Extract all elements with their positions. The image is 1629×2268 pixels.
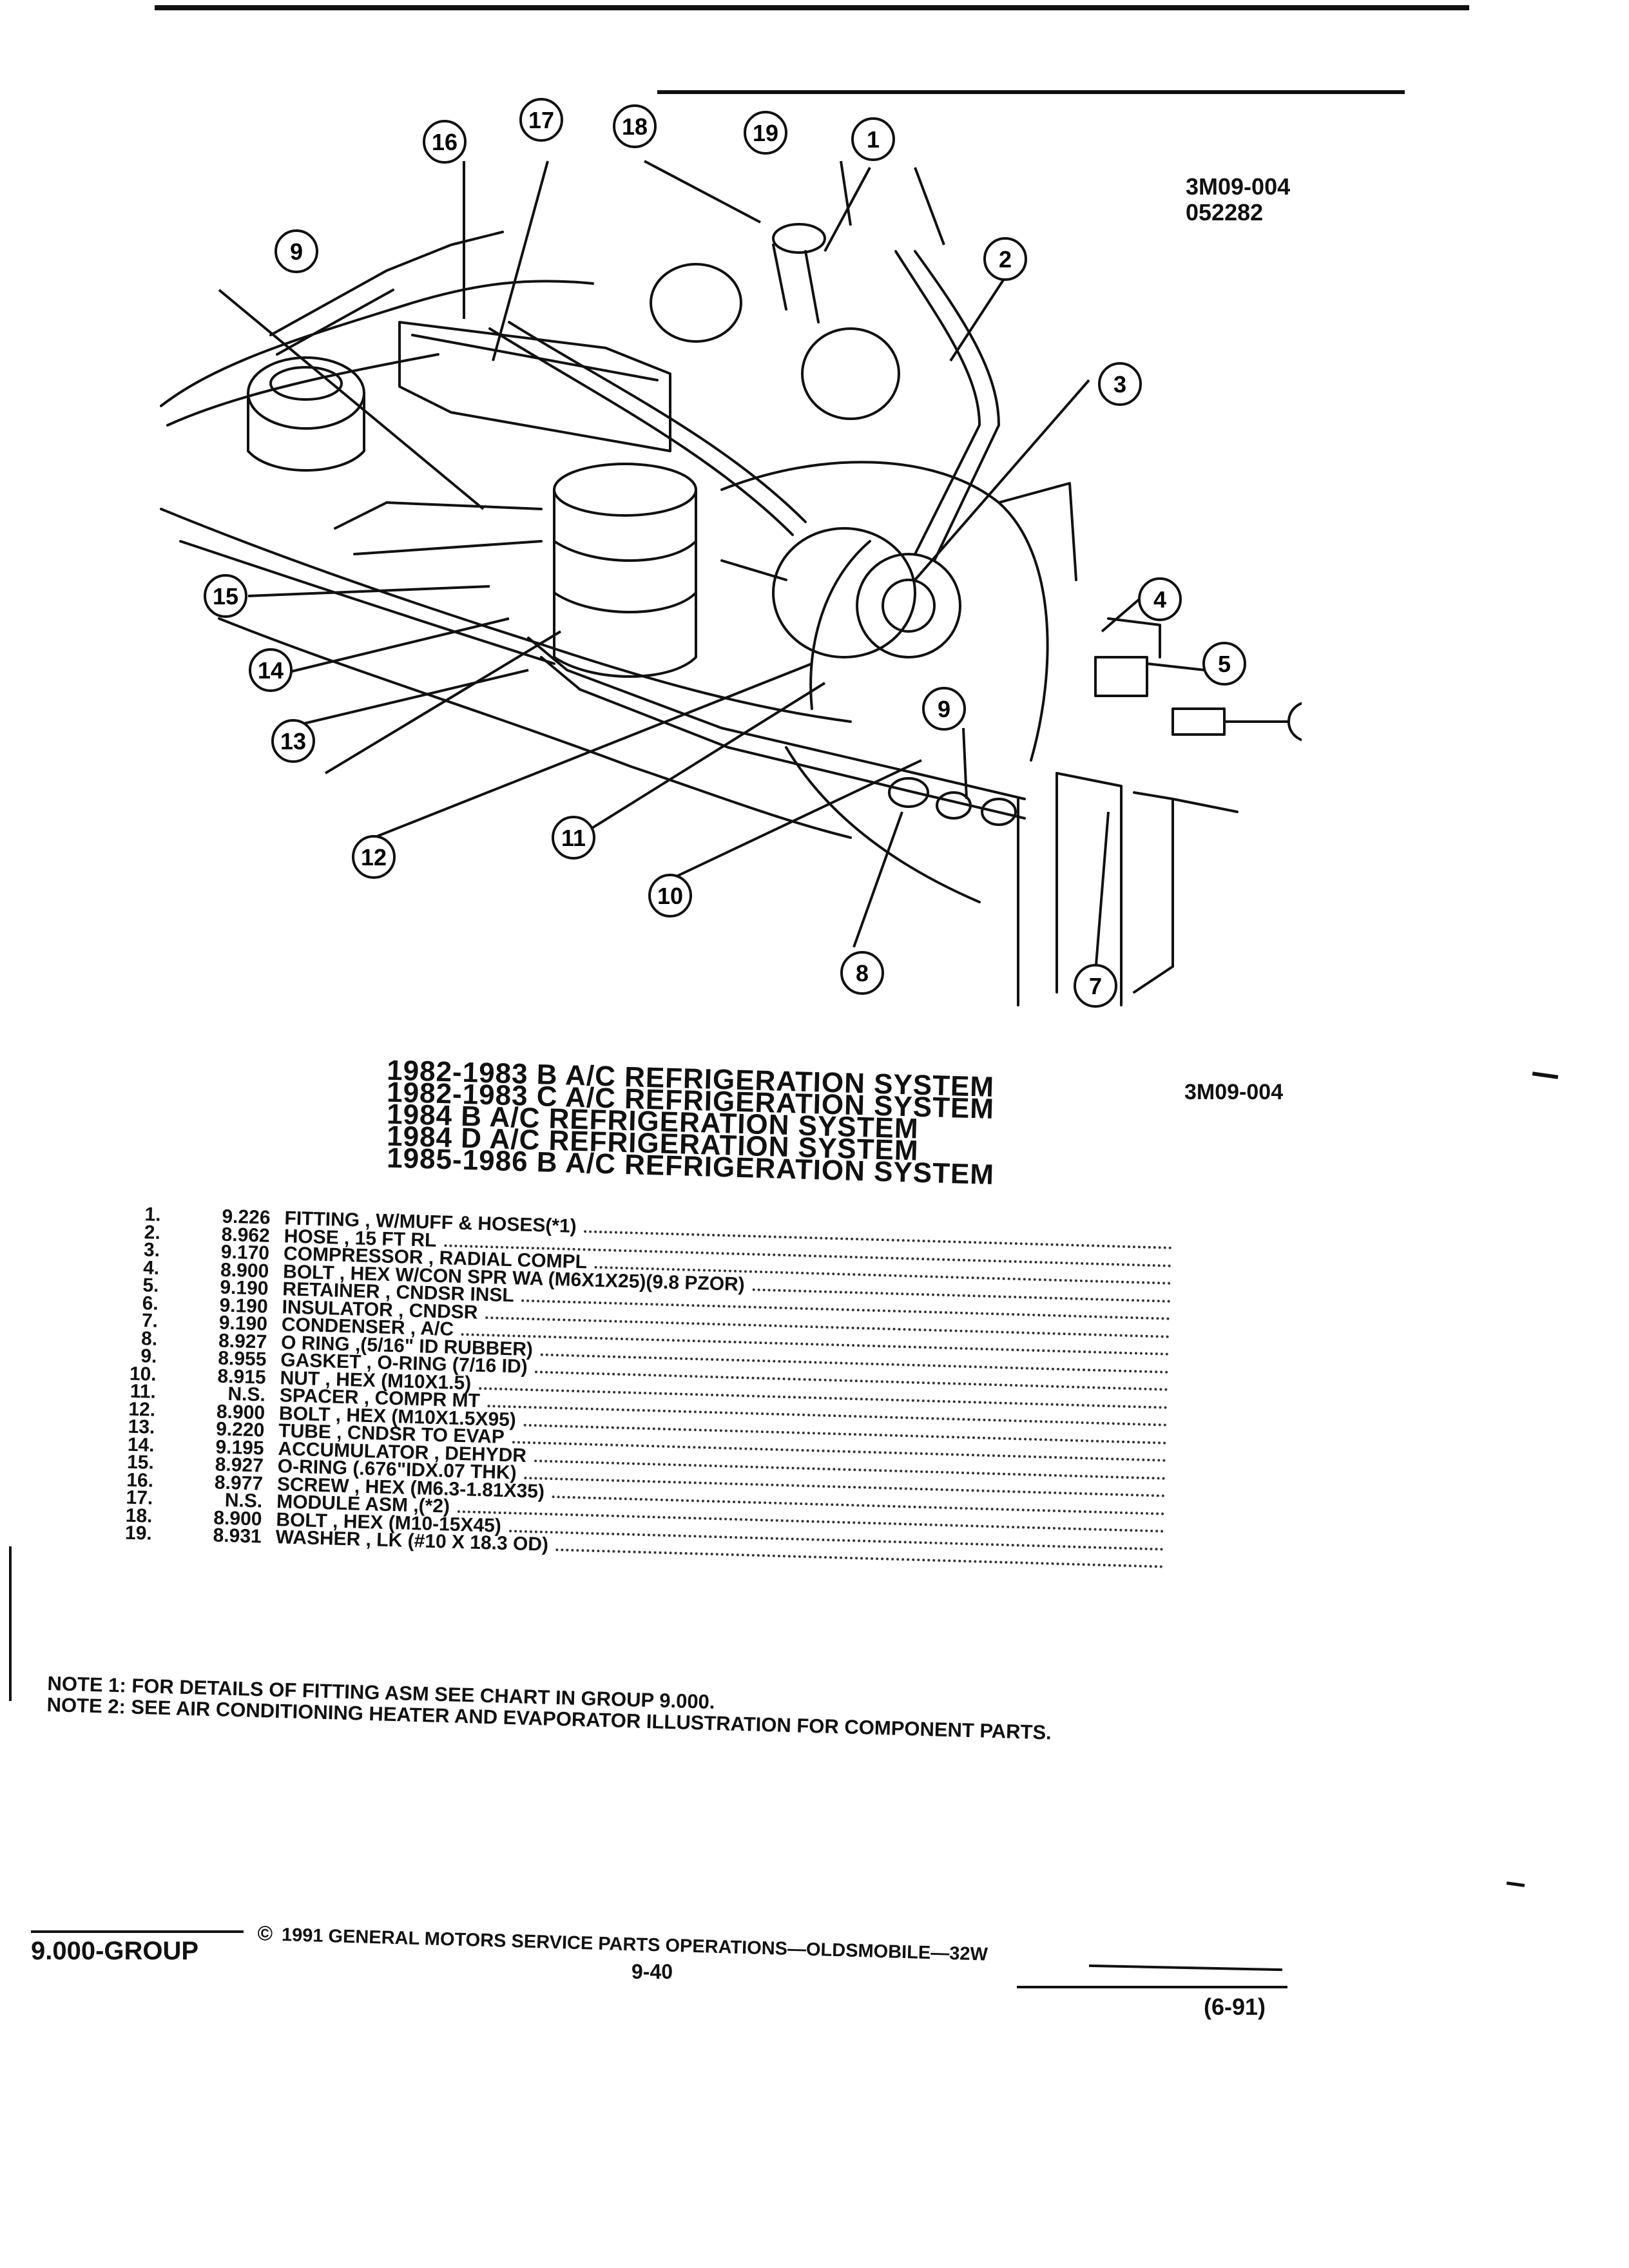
callout-14: 14 [258,657,284,684]
part-number: 7. [141,1310,159,1332]
callout-13: 13 [280,728,306,754]
callout-8: 8 [856,960,869,986]
ac-system-exploded-diagram: 16 17 18 19 1 2 3 4 5 6 7 8 9 9 10 11 12… [160,98,1302,1008]
callout-7: 7 [1089,973,1102,999]
callout-5: 5 [1218,651,1231,677]
figure-date-code: 052282 [1186,199,1264,226]
margin-mark [9,1546,12,1701]
footer-publisher: 1991 GENERAL MOTORS SERVICE PARTS OPERAT… [281,1925,988,1965]
footer-group-label: 9.000-GROUP [31,1930,244,1966]
page-number: 9-40 [631,1960,673,1983]
part-number: 5. [142,1274,159,1296]
engine-outline [160,223,1239,1006]
part-number: 4. [142,1256,160,1279]
bottom-rule [1017,1986,1287,1988]
callout-18: 18 [622,113,648,140]
part-number: 2. [144,1221,161,1244]
callout-12: 12 [361,844,387,870]
notes-block: NOTE 1: FOR DETAILS OF FITTING ASM SEE C… [46,1672,1220,1748]
callout-numbers: 16 17 18 19 1 2 3 4 5 6 7 8 9 9 10 11 12… [213,107,1302,999]
revision-date: (6-91) [1204,1994,1266,2020]
callout-9-lower: 9 [938,696,950,722]
footer-rule [1088,1964,1283,1972]
leader-lines [218,160,1302,974]
footer-publisher-line: © 1991 GENERAL MOTORS SERVICE PARTS OPERA… [257,1921,1108,1969]
callout-17: 17 [528,107,554,133]
margin-mark [1506,1881,1525,1887]
callout-1: 1 [867,126,880,153]
callout-10: 10 [657,883,683,909]
copyright-symbol: © [256,1921,273,1945]
callout-19: 19 [753,120,778,146]
callout-16: 16 [432,129,458,155]
callout-bubbles [204,98,1302,1008]
part-number: 6. [142,1292,159,1314]
figure-code: 3M09-004 [1186,173,1291,200]
figure-code-block: 3M09-004 052282 [1186,174,1290,226]
part-group-code: 8.931 [213,1524,262,1548]
callout-4: 4 [1153,586,1166,613]
callout-11: 11 [561,825,586,851]
callout-15: 15 [213,583,238,610]
system-titles: 1982-1983 B A/C REFRIGERATION SYSTEM 198… [387,1055,1095,1191]
part-number: 3. [143,1239,160,1261]
margin-mark [1532,1072,1559,1079]
caption-figure-code: 3M09-004 [1184,1080,1284,1104]
callout-3: 3 [1113,371,1126,398]
callout-9-upper: 9 [290,238,303,265]
part-number: 19. [124,1522,153,1544]
callout-2: 2 [999,246,1012,273]
part-number: 1. [144,1204,162,1225]
top-rule [155,5,1469,10]
part-number: 8. [140,1327,158,1350]
top-rule-secondary [657,90,1405,94]
